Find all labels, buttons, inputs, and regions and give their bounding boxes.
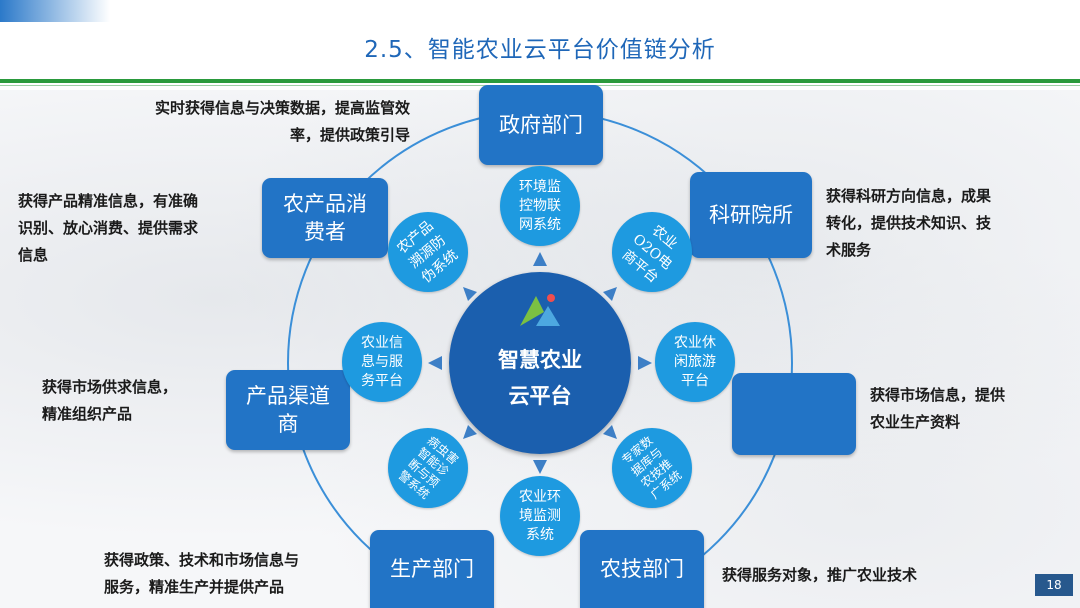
circle-expert-label: 专家数 据库与 农技推 广系统: [618, 433, 685, 502]
circle-o2o-label: 农业 O2O电 商平台: [618, 221, 681, 286]
note-production: 获得政策、技术和市场信息与 服务，精准生产并提供产品: [104, 551, 300, 596]
title-rule: [0, 79, 1080, 83]
circle-trace-label: 农产品 溯源防 伪系统: [394, 217, 462, 286]
box-research: 科研院所: [690, 172, 812, 258]
box-channel: 产品渠道 商: [226, 370, 350, 450]
arrow-left: [428, 356, 442, 370]
circle-env-monitoring: 农业环 境监测 系统: [500, 476, 580, 556]
arrow-down: [533, 460, 547, 474]
note-government: 实时获得信息与决策数据，提高监管效 率，提供政策引导: [154, 99, 410, 144]
circle-info-label: 农业信 息与服 务平台: [361, 334, 403, 389]
note-agritech: 获得服务对象，推广农业技术: [722, 566, 918, 584]
box-agritech: 农技部门: [580, 530, 704, 608]
box-consumer-label: 农产品消 费者: [283, 192, 367, 244]
circle-iot-monitoring: 环境监 控物联 网系统: [500, 166, 580, 246]
box-government: 政府部门: [479, 85, 603, 165]
box-production: 生产部门: [370, 530, 494, 608]
circle-info-service: 农业信 息与服 务平台: [342, 322, 422, 402]
box-channel-label: 产品渠道 商: [246, 384, 330, 436]
page-number: 18: [1035, 574, 1073, 596]
note-consumer: 获得产品精准信息，有准确 识别、放心消费、提供需求 信息: [18, 192, 199, 264]
circle-traceability: 农产品 溯源防 伪系统: [388, 212, 468, 292]
note-channel: 获得市场供求信息， 精准组织产品: [42, 378, 178, 423]
arrow-downleft: [463, 425, 477, 439]
note-market-info: 获得市场信息，提供 农业生产资料: [870, 386, 1006, 431]
platform-logo-icon: [520, 294, 560, 326]
box-research-label: 科研院所: [709, 203, 793, 227]
circle-env-label: 农业环 境监测 系统: [519, 488, 561, 543]
circle-pest-label: 病虫害 智能诊 断与预 警系统: [395, 433, 462, 502]
circle-iot-label: 环境监 控物联 网系统: [519, 178, 561, 233]
arrow-downright: [603, 425, 617, 439]
hub-cloud-platform: 智慧农业 云平台: [449, 272, 631, 454]
arrow-up: [533, 252, 547, 266]
circle-tourism-label: 农业休 闲旅游 平台: [674, 334, 716, 389]
header-accent: [0, 0, 110, 22]
box-government-label: 政府部门: [499, 113, 583, 137]
box-production-label: 生产部门: [390, 557, 474, 581]
arrows: [428, 252, 652, 474]
circle-expert-database: 专家数 据库与 农技推 广系统: [612, 428, 692, 508]
box-consumer: 农产品消 费者: [262, 178, 388, 258]
circle-o2o-platform: 农业 O2O电 商平台: [612, 212, 692, 292]
arrow-upleft: [463, 287, 477, 301]
arrow-right: [638, 356, 652, 370]
circle-pest-diagnosis: 病虫害 智能诊 断与预 警系统: [388, 428, 468, 508]
hub-label: 智慧农业 云平台: [498, 348, 582, 408]
circle-leisure-tourism: 农业休 闲旅游 平台: [655, 322, 735, 402]
arrow-upright: [603, 287, 617, 301]
page-title: 2.5、智能农业云平台价值链分析: [364, 37, 716, 63]
header: 2.5、智能农业云平台价值链分析: [0, 0, 1080, 86]
box-agritech-label: 农技部门: [600, 557, 684, 581]
box-blank: [732, 373, 856, 455]
note-research: 获得科研方向信息，成果 转化，提供技术知识、技 术服务: [826, 187, 992, 259]
